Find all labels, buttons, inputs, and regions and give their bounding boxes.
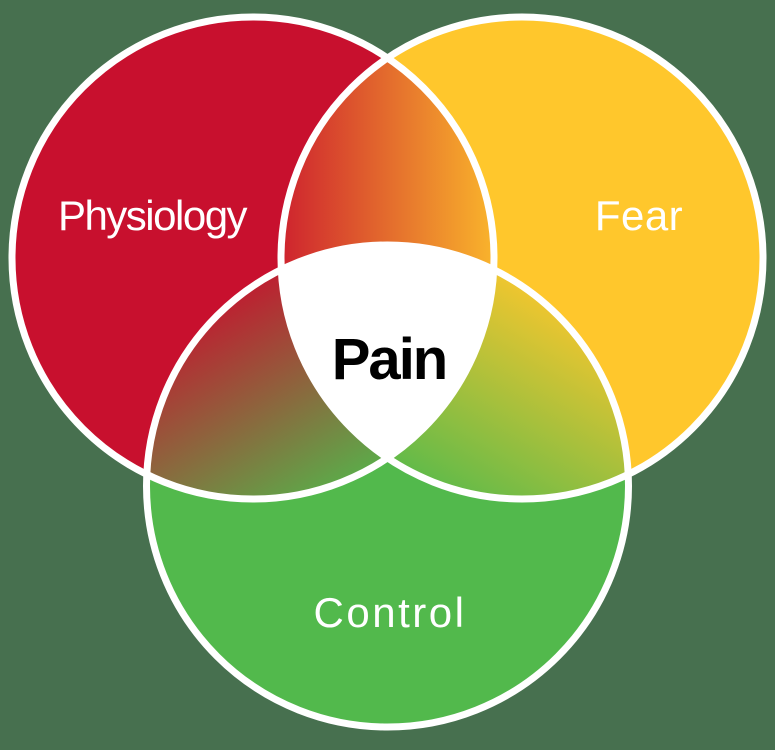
outline-fear [277, 13, 767, 503]
label-pain: Pain [332, 327, 447, 392]
outline-control [143, 241, 632, 731]
label-control: Control [314, 589, 467, 636]
outline-physiology [8, 13, 498, 503]
label-fear: Fear [595, 192, 683, 239]
overlap-center [281, 245, 494, 499]
label-physiology: Physiology [58, 192, 248, 239]
